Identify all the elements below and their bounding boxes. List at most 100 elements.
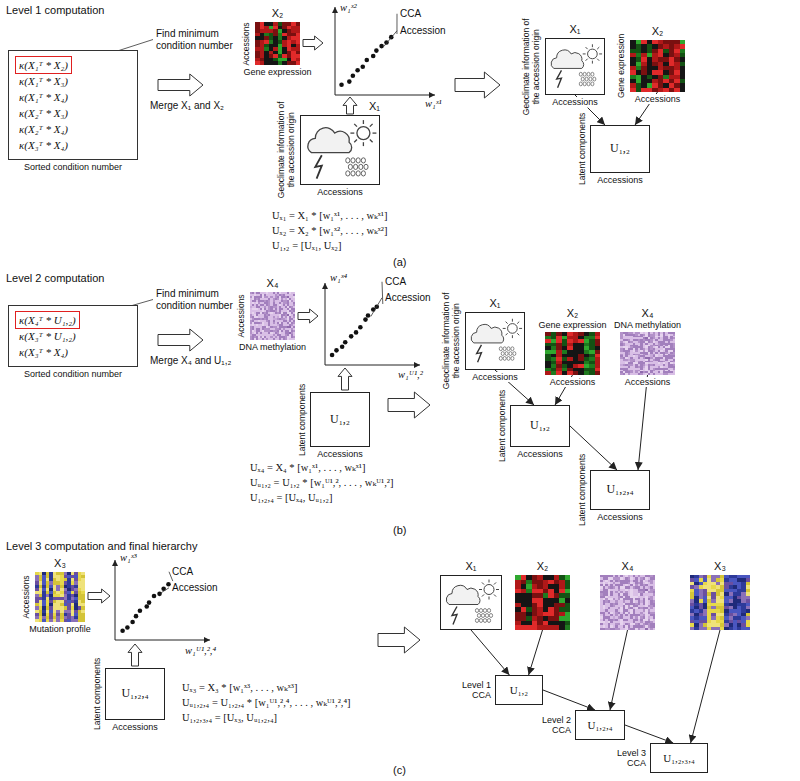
sun-ray (350, 132, 354, 133)
sun-ray (583, 53, 586, 54)
heatmap-cell (578, 364, 584, 368)
hail-icon (351, 171, 355, 176)
heatmap-cell (551, 361, 557, 365)
weather-illustration (441, 576, 501, 629)
heatmap-cell (39, 581, 43, 585)
connector-arrow (638, 375, 648, 470)
heatmap-cell (595, 350, 601, 354)
heatmap-cell (35, 613, 39, 617)
cloud-icon (308, 128, 352, 153)
accession-dot (157, 592, 162, 597)
heatmap-cell (545, 371, 551, 375)
heatmap-cell (67, 578, 71, 582)
heatmap-cell (64, 588, 68, 592)
heatmap-cell (42, 603, 46, 607)
hail-icon (509, 352, 512, 356)
heatmap-cell (49, 610, 53, 614)
heatmap-cell (42, 578, 46, 582)
connector-arrow (543, 690, 595, 710)
heatmap-cell (658, 70, 664, 75)
heatmap-cell (663, 49, 669, 54)
heatmap-cell (584, 364, 590, 368)
heatmap-cell (674, 66, 680, 71)
heatmap-cell (291, 47, 296, 51)
heatmap-cell (669, 70, 675, 75)
heatmap-cell (658, 49, 664, 54)
hail-icon (579, 82, 582, 86)
condition-entry: κ(X₁ᵀ * X₃) (16, 73, 71, 89)
heatmap-cell (273, 36, 278, 40)
heatmap-cell (515, 621, 521, 626)
cloud-icon (471, 324, 504, 342)
heatmap-cell (278, 29, 283, 33)
heatmap-cell (56, 578, 60, 582)
hollow-arrow (343, 97, 357, 114)
hail-icon (361, 158, 365, 163)
heatmap-cell (278, 36, 283, 40)
heatmap-cell (584, 336, 590, 340)
heatmap-cell (567, 339, 573, 343)
heatmap-cell (78, 578, 82, 582)
heatmap-cell (35, 610, 39, 614)
hail-icon (499, 356, 502, 360)
sun-ray (592, 61, 593, 64)
heatmap-cell (545, 339, 551, 343)
heatmap-cell (39, 613, 43, 617)
heatmap-cell (526, 589, 532, 594)
heatmap-cell (71, 616, 75, 620)
heatmap-cell (562, 371, 568, 375)
heatmap-cell (578, 354, 584, 358)
heatmap-cell (647, 83, 653, 88)
heatmap-cell (67, 610, 71, 614)
heatmap-cell (589, 364, 595, 368)
heatmap-cell (630, 83, 636, 88)
heatmap-cell (49, 572, 53, 576)
heatmap-matrix: X₂AccessionsGene expression (255, 22, 300, 65)
heatmap-cell (674, 57, 680, 62)
hail-icon (505, 352, 508, 356)
latent-component-box: U₁,₂Latent componentsAccessions (510, 405, 570, 447)
heatmap-cell (647, 44, 653, 49)
heatmap-cell (35, 606, 39, 610)
weather-illustration (546, 39, 604, 94)
heatmap-cell (64, 575, 68, 579)
heatmap-cell (663, 70, 669, 75)
heatmap-cell (663, 75, 669, 80)
heatmap-cell (56, 603, 60, 607)
heatmap-cell (296, 29, 301, 33)
heatmap-cell (273, 40, 278, 44)
heatmap-cell (543, 598, 549, 603)
heatmap-cell (42, 591, 46, 595)
accession-dot (347, 79, 352, 84)
heatmap-cell (630, 66, 636, 71)
heatmap-cell (515, 598, 521, 603)
lightning-icon (477, 345, 482, 362)
heatmap-cell (56, 581, 60, 585)
heatmap-cell (282, 44, 287, 48)
heatmap-cell (81, 588, 85, 592)
heatmap-cell (589, 354, 595, 358)
accession-dot (144, 604, 149, 609)
heatmap-cell (39, 578, 43, 582)
heatmap-matrix: X₂Gene expressionAccessions (630, 40, 685, 92)
heatmap-cell (674, 53, 680, 58)
heatmap-cell (559, 612, 565, 617)
axis-caption: Gene expression (617, 26, 627, 106)
heatmap-cell (60, 606, 64, 610)
heatmap-cell (264, 54, 269, 58)
heatmap-cell (562, 332, 568, 336)
heatmap-cell (64, 581, 68, 585)
cloud-icon (551, 50, 584, 68)
heatmap-cell (551, 371, 557, 375)
heatmap-cell (64, 619, 68, 622)
heatmap-cell (565, 584, 571, 589)
heatmap-cell (584, 343, 590, 347)
heatmap-cell (49, 603, 53, 607)
heatmap-cell (548, 584, 554, 589)
heatmap-cell (526, 612, 532, 617)
heatmap-cell (658, 75, 664, 80)
heatmap-cell (545, 332, 551, 336)
heatmap-cell (264, 33, 269, 37)
heatmap-cell (269, 47, 274, 51)
heatmap-cell (674, 88, 680, 92)
